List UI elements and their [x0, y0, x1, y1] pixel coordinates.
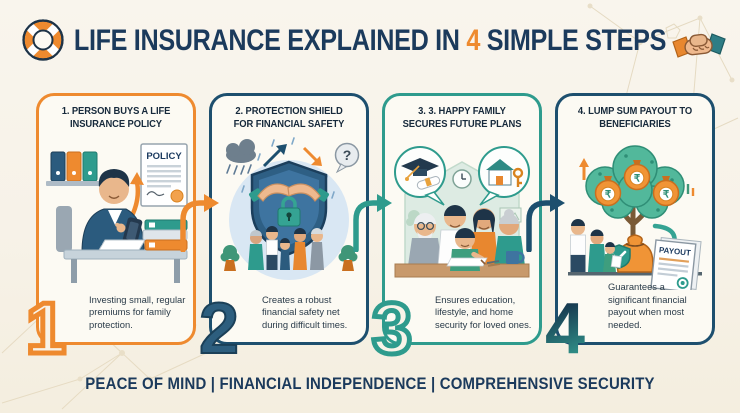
- step1-illustration-person-buys-policy: POLICY: [46, 143, 188, 283]
- step2-description: Creates a robust financial safety net du…: [262, 293, 348, 330]
- potted-plant-right: [338, 245, 358, 271]
- step2-title: 2. PROTECTION SHIELD FOR FINANCIAL SAFET…: [233, 106, 345, 131]
- step1-description: Investing small, regular premiums for fa…: [89, 293, 186, 330]
- trend-arrows: [262, 144, 322, 168]
- rain-cloud-icon: [226, 139, 256, 175]
- flow-arrow-step1-to-step2: [180, 194, 219, 252]
- step1-title: 1. PERSON BUYS A LIFE INSURANCE POLICY: [61, 106, 171, 131]
- step4-title: 4. LUMP SUM PAYOUT TO BENEFICIARIES: [577, 106, 693, 131]
- pencils-and-mug: [486, 251, 525, 267]
- family-group: [248, 226, 324, 270]
- question-mark-label: ?: [343, 147, 352, 163]
- rupee-symbol: ₹: [663, 190, 670, 201]
- ground-line: [568, 272, 702, 276]
- money-bag-icon-top: ₹: [623, 160, 651, 191]
- step-card-3: 3. 3. HAPPY FAMILY SECURES FUTURE PLANS: [369, 93, 542, 367]
- mug-icon: [506, 251, 519, 264]
- step-card-4: 4. LUMP SUM PAYOUT TO BENEFICIARIES: [545, 93, 715, 365]
- padlock-icon: [277, 196, 301, 227]
- graduation-cap-icon: [401, 158, 439, 181]
- lifebuoy-icon: [22, 19, 64, 61]
- key-icon: [512, 167, 524, 187]
- boy-writing: [446, 228, 488, 271]
- title-step-count: 4: [466, 24, 481, 57]
- beneficiary-family: [570, 219, 623, 272]
- binder-shelf: [46, 151, 104, 186]
- step-card-1: 1. PERSON BUYS A LIFE INSURANCE POLICY P…: [23, 93, 196, 367]
- diploma-icon: [416, 176, 441, 190]
- step4-number: 4: [545, 288, 586, 369]
- step3-illustration-happy-family: [394, 146, 530, 278]
- books-stack: [142, 219, 188, 251]
- step2-number: 2: [198, 288, 240, 369]
- payout-document: PAYOUT: [650, 236, 702, 290]
- step4-illustration-money-tree: ₹ ₹ ₹: [568, 145, 702, 290]
- money-bag-icon-right: ₹: [652, 176, 680, 207]
- desk: [63, 239, 188, 283]
- page-title: LIFE INSURANCE EXPLAINED IN 4 SIMPLE STE…: [73, 24, 667, 58]
- header: LIFE INSURANCE EXPLAINED IN 4 SIMPLE STE…: [0, 0, 740, 88]
- step4-description: Guarantees a significant financial payou…: [608, 281, 687, 330]
- home-bubble: [478, 146, 530, 206]
- flow-arrow-step3-to-step4: [526, 194, 565, 252]
- title-prefix: LIFE INSURANCE EXPLAINED IN: [73, 24, 460, 57]
- handshake-icon: [672, 33, 726, 58]
- step2-illustration-protection-shield: ?: [220, 137, 360, 280]
- rupee-symbol: ₹: [605, 190, 612, 201]
- protecting-hands-icon: [249, 183, 329, 202]
- title-suffix: SIMPLE STEPS: [486, 24, 667, 57]
- potted-plant-left: [220, 245, 240, 271]
- step3-title: 3. 3. HAPPY FAMILY SECURES FUTURE PLANS: [402, 106, 522, 131]
- rupee-symbol: ₹: [634, 174, 641, 185]
- growth-arrow-icon: [579, 158, 695, 196]
- house-icon: [486, 159, 514, 186]
- step3-number: 3: [369, 288, 414, 369]
- education-bubble: [394, 146, 446, 206]
- policy-document-label: POLICY: [146, 151, 182, 162]
- question-bubble-icon: ?: [334, 142, 360, 174]
- step1-number: 1: [23, 288, 68, 369]
- step3-description: Ensures education, lifestyle, and home s…: [435, 293, 532, 330]
- footer-tagline: PEACE OF MIND | FINANCIAL INDEPENDENCE |…: [85, 374, 655, 393]
- money-bag-icon-left: ₹: [594, 176, 622, 207]
- step-card-2: 2. PROTECTION SHIELD FOR FINANCIAL SAFET…: [198, 93, 369, 366]
- payout-document-label: PAYOUT: [659, 245, 692, 257]
- flow-arrow-step2-to-step3: [353, 194, 392, 252]
- chair: [56, 206, 72, 252]
- policy-document: POLICY: [140, 143, 188, 207]
